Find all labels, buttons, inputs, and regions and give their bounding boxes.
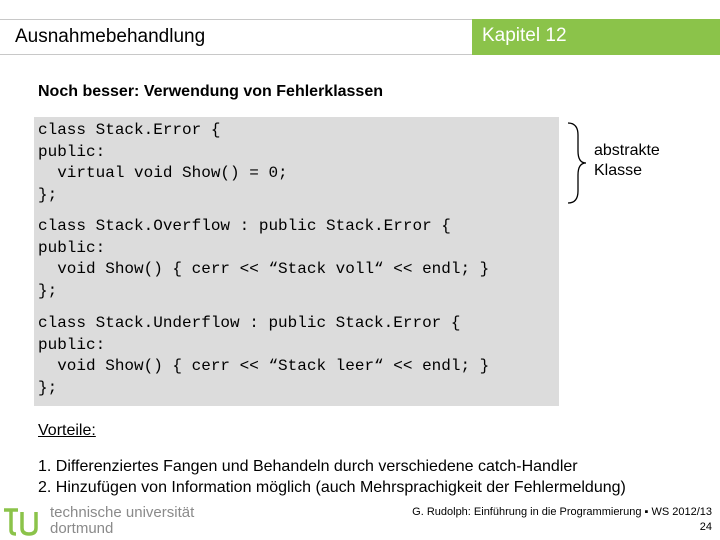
advantages-list: 1. Differenziertes Fangen und Behandeln … [38, 456, 626, 498]
code-block-stack-overflow: class Stack.Overflow : public Stack.Erro… [38, 217, 490, 300]
chapter-bar: Kapitel 12 [472, 19, 720, 55]
code-block-stack-error: class Stack.Error { public: virtual void… [38, 121, 288, 204]
code-background [34, 117, 559, 406]
slide-subtitle: Noch besser: Verwendung von Fehlerklasse… [38, 83, 383, 100]
advantages-heading: Vorteile: [38, 422, 96, 439]
footer: G. Rudolph: Einführung in die Programmie… [412, 505, 712, 535]
page-number: 24 [699, 521, 712, 533]
university-name: technische universität dortmund [50, 505, 194, 537]
tu-dortmund-logo [4, 508, 38, 536]
list-item: 1. Differenziertes Fangen und Behandeln … [38, 458, 578, 475]
university-name-line1: technische universität [50, 504, 195, 521]
chapter-label: Kapitel 12 [482, 25, 567, 46]
abstract-class-note: abstrakte Klasse [594, 141, 660, 181]
abstract-class-note-line2: Klasse [594, 162, 643, 179]
slide-title: Ausnahmebehandlung [15, 26, 206, 47]
university-name-line2: dortmund [50, 520, 114, 537]
header-title-bar: Ausnahmebehandlung [0, 19, 472, 55]
curly-brace-icon [567, 122, 587, 204]
code-block-stack-underflow: class Stack.Underflow : public Stack.Err… [38, 314, 490, 397]
footer-credit: G. Rudolph: Einführung in die Programmie… [412, 506, 712, 518]
abstract-class-note-line1: abstrakte [594, 142, 660, 159]
list-item: 2. Hinzufügen von Information möglich (a… [38, 479, 626, 496]
